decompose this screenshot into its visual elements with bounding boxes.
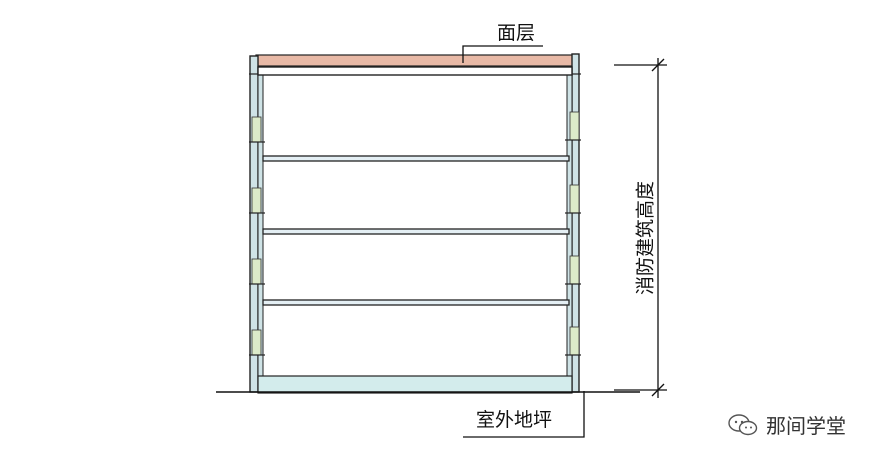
floor-slabs [262,155,570,306]
watermark: 那间学堂 [728,410,846,439]
roof-leader-line [462,45,543,63]
wechat-icon [728,413,758,435]
roof-layer-label: 面层 [497,22,536,44]
watermark-text: 那间学堂 [766,414,846,438]
fire-building-height-label: 消防建筑高度 [634,180,657,296]
height-dimension [614,58,667,398]
roof-layer [255,54,574,67]
ground-slab [257,375,573,394]
window-bands [251,111,580,356]
ground-leader-line [463,391,585,438]
roof-slab [257,66,573,76]
column-ticks [249,73,581,356]
outdoor-ground-label: 室外地坪 [476,409,553,431]
